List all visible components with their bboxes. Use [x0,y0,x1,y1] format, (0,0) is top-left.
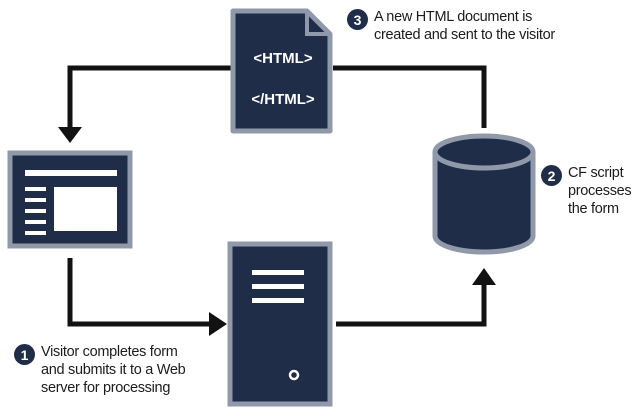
arrow-browser-to-server [67,258,227,336]
step-2-caption: 2 CF script processes the form [541,164,632,218]
step-1-line: and submits it to a Web [41,362,186,378]
step-2-line: the form [568,201,619,217]
html-document-icon: <HTML> </HTML> [230,8,333,134]
step-3-text: A new HTML document is created and sent … [374,8,555,44]
step-1-caption: 1 Visitor completes form and submits it … [14,343,186,397]
step-3-line: A new HTML document is [374,9,533,25]
step-1-line: Visitor completes form [41,344,178,360]
html-open-tag: <HTML> [253,50,312,67]
step-2-line: processes [568,183,632,199]
step-3-badge: 3 [347,9,368,30]
html-close-tag: </HTML> [251,91,315,108]
step-1-text: Visitor completes form and submits it to… [41,343,186,397]
step-3-line: created and sent to the visitor [374,27,555,43]
step-2-badge: 2 [541,165,562,186]
browser-window-icon [7,150,133,249]
step-2-text: CF script processes the form [568,164,632,218]
step-3-caption: 3 A new HTML document is created and sen… [347,8,555,44]
step-1-badge: 1 [14,344,35,365]
arrow-doc-to-browser [58,65,233,143]
step-2-line: CF script [568,165,624,181]
arrow-server-to-db [336,268,496,327]
step-1-line: server for processing [41,380,171,396]
database-icon [432,133,536,255]
arrow-db-to-doc [333,65,487,128]
web-server-icon [227,241,333,407]
